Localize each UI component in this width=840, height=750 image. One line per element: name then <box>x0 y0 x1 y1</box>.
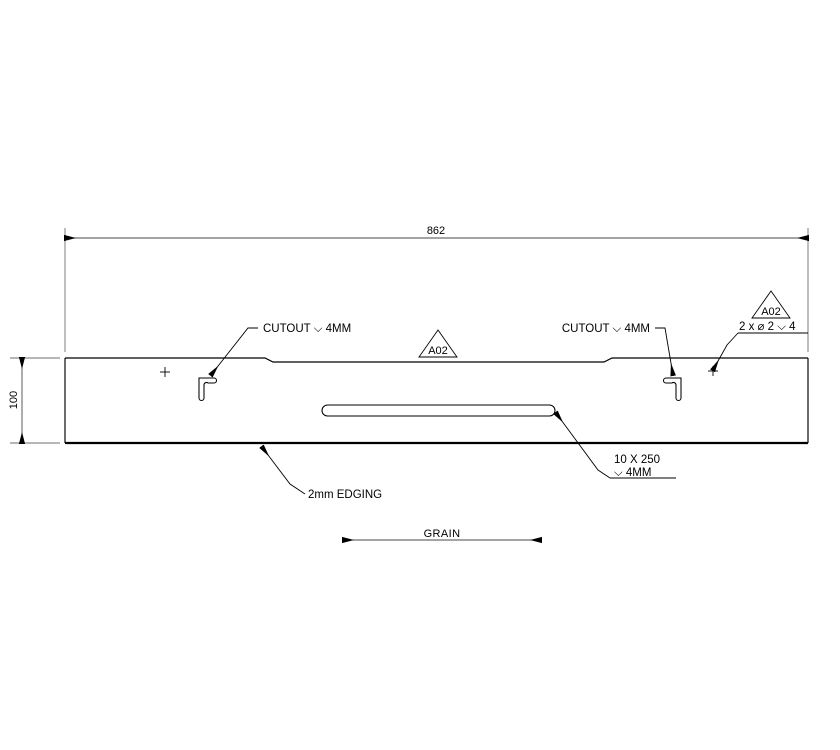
cutout-right-leader <box>655 327 676 377</box>
slot-profile <box>321 404 556 417</box>
edging-leader <box>259 444 306 495</box>
panel-outline <box>64 357 809 445</box>
balloon-center: A02 <box>418 329 458 358</box>
hole-marker-left <box>160 367 170 377</box>
cutout-right-feature <box>662 377 682 402</box>
overall-height-value: 100 <box>8 391 20 409</box>
cutout-right-callout: CUTOUT ⌵ 4MM <box>562 323 676 377</box>
overall-length-dimension: 862 <box>64 225 809 352</box>
edging-label: 2mm EDGING <box>308 489 382 501</box>
holes-label: 2 x ⌀ 2 ⌵ 4 <box>739 321 796 333</box>
cutout-left-leader <box>208 327 258 378</box>
slot-leader <box>553 410 611 479</box>
holes-callout: 2 x ⌀ 2 ⌵ 4 <box>710 321 808 373</box>
cutout-left-profile <box>198 377 218 402</box>
edging-callout: 2mm EDGING <box>259 444 382 501</box>
cutout-right-label: CUTOUT ⌵ 4MM <box>562 323 650 335</box>
holes-leader <box>710 332 739 373</box>
balloon-right-triangle <box>751 290 791 319</box>
slot-label-line2: ⌵ 4MM <box>614 467 651 479</box>
cutout-left-feature <box>198 377 218 402</box>
cutout-left-label: CUTOUT ⌵ 4MM <box>263 323 351 335</box>
grain-label: GRAIN <box>424 528 461 540</box>
slot-feature <box>321 404 556 417</box>
balloon-right-label: A02 <box>761 306 781 318</box>
overall-height-dimension: 100 <box>8 357 60 444</box>
overall-length-value: 862 <box>427 225 445 237</box>
balloon-center-label: A02 <box>428 345 448 357</box>
grain-indicator: GRAIN <box>342 528 542 544</box>
panel-edge-top-stepped <box>65 357 808 363</box>
hole-marker-right <box>708 366 718 376</box>
balloon-right: A02 <box>751 290 791 319</box>
cutout-left-callout: CUTOUT ⌵ 4MM <box>208 323 351 378</box>
slot-callout: 10 X 250 ⌵ 4MM <box>553 410 676 479</box>
slot-label-line1: 10 X 250 <box>614 454 660 466</box>
cutout-right-profile <box>662 377 682 402</box>
balloon-center-triangle <box>418 329 458 358</box>
